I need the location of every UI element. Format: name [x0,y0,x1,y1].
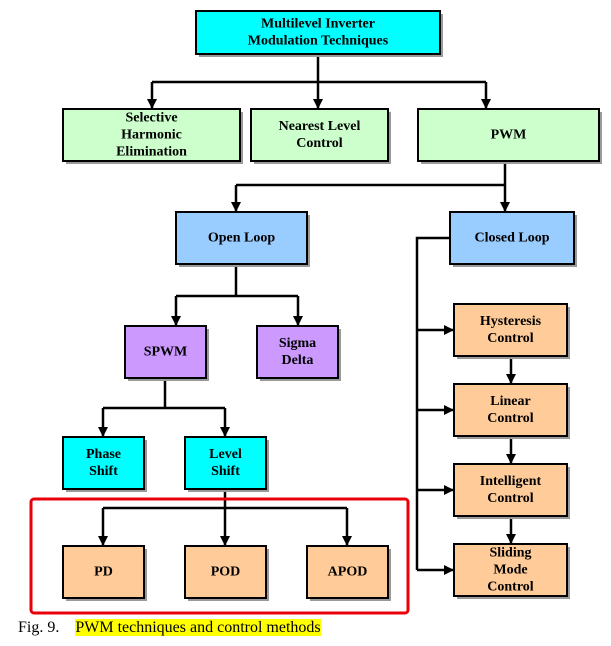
node-closed-loop: Closed Loop [449,211,577,267]
node-box [184,545,267,599]
node-box [256,325,339,379]
node-label: Closed Loop [474,231,549,246]
node-label: Delta [282,353,314,368]
node-label: Open Loop [208,231,276,246]
node-box [453,463,568,517]
node-pwm: PWM [417,108,602,164]
node-box [417,108,600,162]
node-label: Control [487,411,534,426]
node-open-loop: Open Loop [175,211,310,267]
connectors [98,54,516,575]
node-box [453,303,568,357]
figure-number: Fig. 9. [18,619,60,636]
node-box [250,108,389,162]
node-label: Mode [493,563,527,578]
figure-title: PWM techniques and control methods [75,619,321,636]
node-label: APOD [328,565,368,580]
node-label: Control [487,491,534,506]
node-pod: POD [184,545,269,601]
connector-bus [415,236,450,570]
node-label: Shift [89,464,118,479]
node-label: Selective [125,111,177,126]
node-label: Nearest Level [279,119,361,134]
node-box [184,436,267,490]
node-box [124,325,207,379]
node-label: Hysteresis [480,314,542,329]
node-label: PWM [491,128,527,143]
node-box [62,108,241,162]
node-pd: PD [62,545,147,601]
node-label: Sigma [279,336,316,351]
highlight-box [29,497,410,615]
node-box [175,211,308,265]
node-spwm: SPWM [124,325,209,381]
node-label: Control [296,136,343,151]
figure-caption: Fig. 9. PWM techniques and control metho… [18,619,321,637]
node-label: Modulation Techniques [248,34,389,49]
node-label: Sliding [489,546,531,561]
node-box [195,10,441,55]
node-label: Phase [86,447,121,462]
node-label: SPWM [144,345,188,360]
node-label: Level [209,447,242,462]
node-label: Elimination [116,145,187,160]
node-label: Harmonic [121,128,182,143]
node-apod: APOD [306,545,391,601]
node-box [449,211,575,265]
node-label: Linear [490,394,530,409]
node-box [453,543,568,597]
node-label: POD [211,565,241,580]
node-box [306,545,389,599]
node-label: Control [487,331,534,346]
node-box [453,383,568,437]
node-label: Shift [211,464,240,479]
node-label: Intelligent [480,474,542,489]
node-box [62,545,145,599]
node-label: Control [487,580,534,595]
node-box [62,436,145,490]
node-label: Multilevel Inverter [261,17,375,32]
node-label: PD [94,565,113,580]
